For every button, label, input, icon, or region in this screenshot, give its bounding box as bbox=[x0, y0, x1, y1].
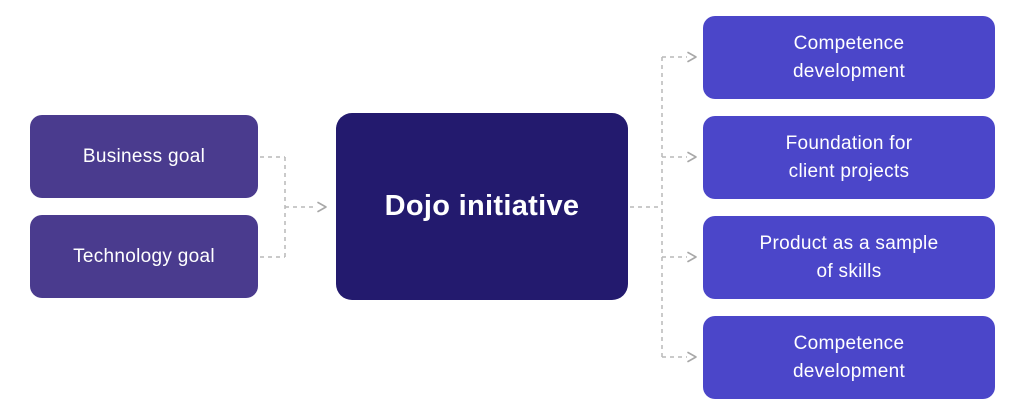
node-label: Competence development bbox=[792, 332, 906, 382]
arrowhead-output-2 bbox=[687, 151, 697, 163]
arrowhead-output-3 bbox=[687, 251, 697, 263]
node-dojo-initiative: Dojo initiative bbox=[336, 113, 628, 300]
node-competence-development-2: Competence development bbox=[703, 316, 995, 399]
node-product-sample-of-skills: Product as a sample of skills bbox=[703, 216, 995, 299]
node-label: Business goal bbox=[82, 145, 206, 167]
node-label: Dojo initiative bbox=[384, 190, 580, 222]
arrowhead-output-4 bbox=[687, 351, 697, 363]
node-label: Technology goal bbox=[73, 245, 215, 267]
node-label: Foundation for client projects bbox=[785, 132, 913, 182]
arrowhead-to-center bbox=[317, 201, 327, 213]
node-technology-goal: Technology goal bbox=[30, 215, 258, 298]
node-business-goal: Business goal bbox=[30, 115, 258, 198]
node-label: Competence development bbox=[792, 32, 906, 82]
node-competence-development-1: Competence development bbox=[703, 16, 995, 99]
node-label: Product as a sample of skills bbox=[759, 232, 939, 282]
node-foundation-client-projects: Foundation for client projects bbox=[703, 116, 995, 199]
arrowhead-output-1 bbox=[687, 51, 697, 63]
